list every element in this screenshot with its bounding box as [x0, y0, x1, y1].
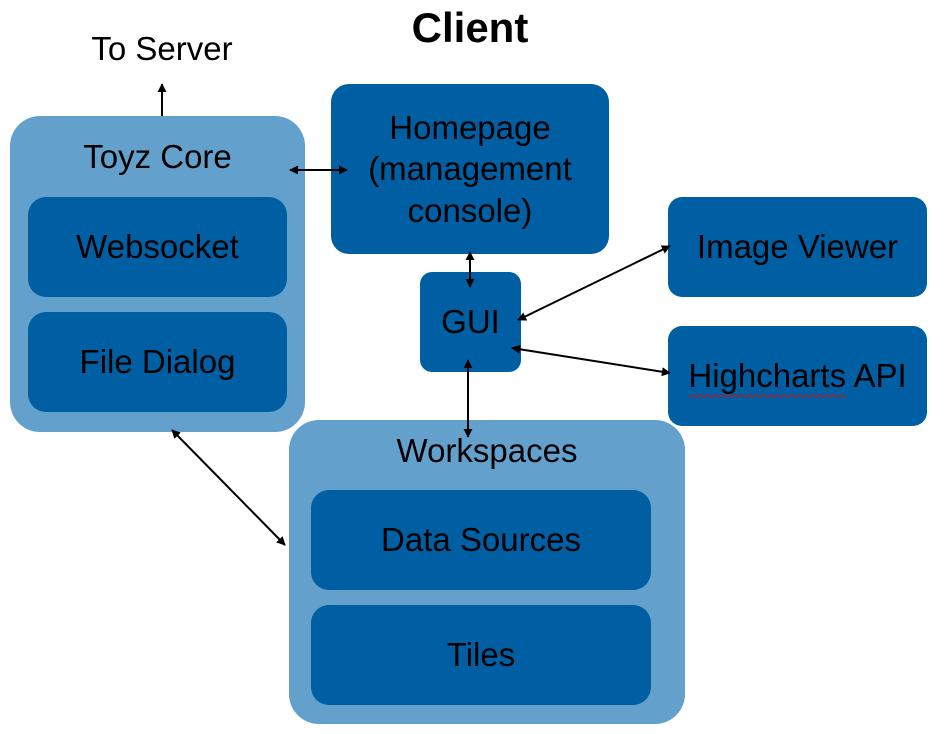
homepage-label-line1: Homepage	[389, 109, 551, 147]
gui-label: GUI	[441, 303, 500, 341]
homepage-label-line3: console)	[407, 191, 533, 229]
data-sources-label: Data Sources	[381, 521, 581, 559]
gui-box: GUI	[420, 272, 521, 372]
websocket-label: Websocket	[76, 228, 239, 266]
image-viewer-label: Image Viewer	[696, 228, 899, 266]
websocket-box: Websocket	[28, 197, 287, 297]
data-sources-box: Data Sources	[311, 490, 651, 590]
tiles-box: Tiles	[311, 605, 651, 705]
workspaces-container: Workspaces Data Sources Tiles	[289, 420, 685, 724]
file-dialog-label: File Dialog	[79, 343, 236, 381]
homepage-label-line2: (management	[368, 150, 572, 188]
toyz-core-container: Toyz Core Websocket File Dialog	[10, 116, 305, 432]
image-viewer-box: Image Viewer	[668, 197, 927, 297]
to-server-label: To Server	[91, 30, 233, 67]
arrow-gui-image-viewer	[517, 245, 671, 321]
file-dialog-box: File Dialog	[28, 312, 287, 412]
highcharts-api-box: Highcharts API	[668, 326, 927, 426]
highcharts-word: Highcharts	[688, 357, 847, 395]
workspaces-title: Workspaces	[396, 432, 578, 469]
arrow-core-workspaces	[171, 429, 286, 546]
api-word: API	[846, 357, 907, 395]
diagram-title: Client	[411, 4, 529, 51]
highcharts-api-label: Highcharts API	[688, 355, 906, 396]
toyz-core-title: Toyz Core	[83, 138, 232, 175]
tiles-label: Tiles	[446, 636, 516, 674]
arrow-gui-highcharts	[511, 344, 671, 377]
homepage-box: Homepage (management console)	[331, 84, 609, 254]
